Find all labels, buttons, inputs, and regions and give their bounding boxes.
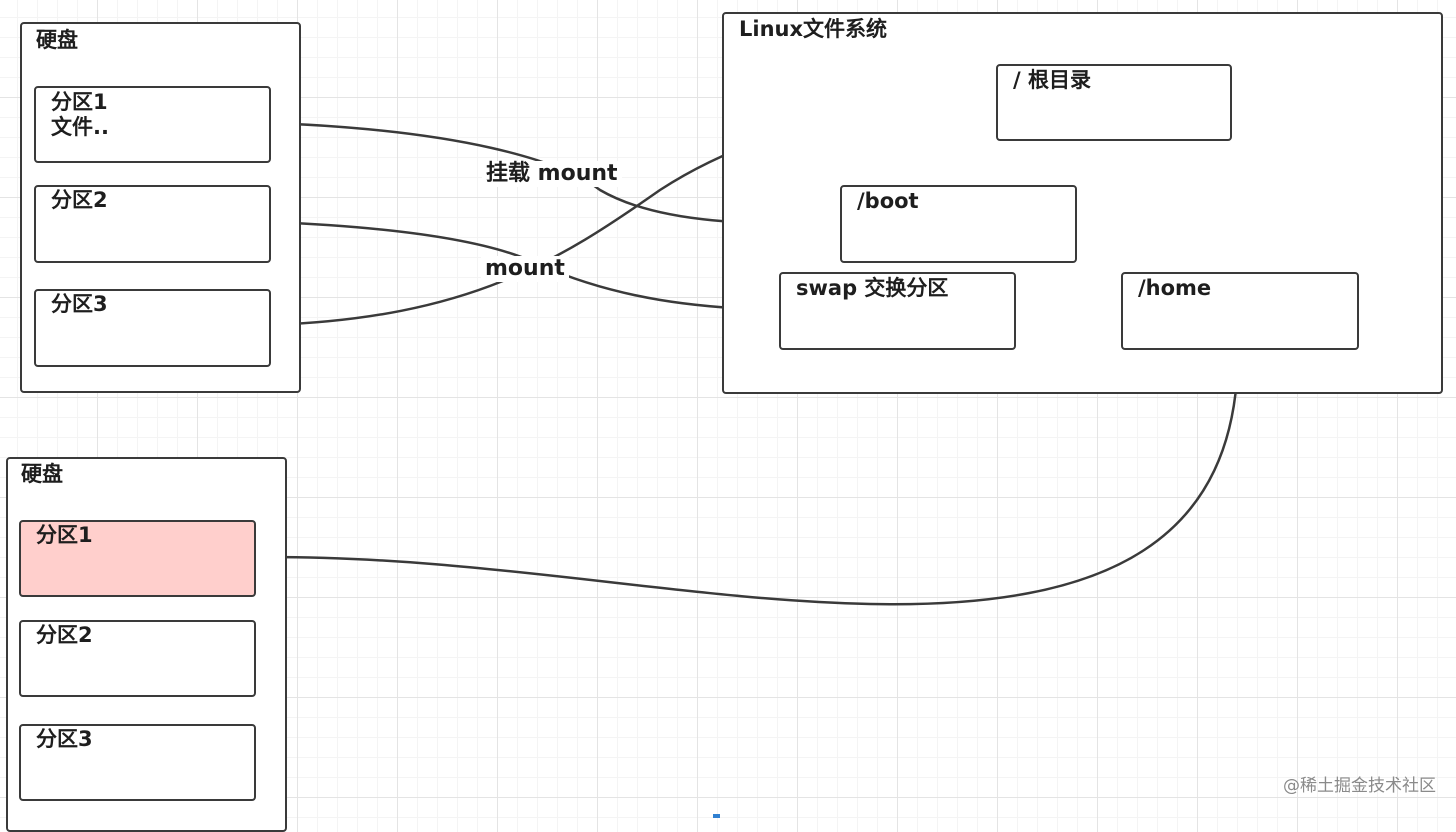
disk-bottom-partition-3: 分区3: [19, 724, 256, 801]
root-dir-label: / 根目录: [1013, 68, 1091, 92]
partition-label: 分区3: [51, 292, 108, 316]
disk-top-partition-1: 分区1 文件..: [34, 86, 271, 163]
mount-label-2: mount: [481, 256, 569, 282]
partition-label: 分区2: [51, 188, 108, 212]
disk-bottom-partition-2: 分区2: [19, 620, 256, 697]
boot-dir-node: /boot: [840, 185, 1077, 263]
swap-partition-label: swap 交换分区: [796, 276, 949, 300]
disk-top-partition-2: 分区2: [34, 185, 271, 263]
disk-top-partition-3: 分区3: [34, 289, 271, 367]
swap-partition-node: swap 交换分区: [779, 272, 1016, 350]
partition-label: 分区2: [36, 623, 93, 647]
partition-label: 分区3: [36, 727, 93, 751]
partition-label: 分区1 文件..: [51, 90, 109, 140]
home-dir-label: /home: [1138, 276, 1212, 300]
root-dir-node: / 根目录: [996, 64, 1232, 141]
cursor-marker: [713, 814, 720, 818]
disk-bottom-title: 硬盘: [21, 462, 63, 486]
linux-fs-container: Linux文件系统 / 根目录 /boot swap 交换分区 /home: [722, 12, 1443, 394]
watermark: @稀土掘金技术社区: [1283, 776, 1436, 796]
linux-fs-title: Linux文件系统: [739, 17, 888, 41]
disk-bottom-partition-1: 分区1: [19, 520, 256, 597]
disk-bottom-container: 硬盘 分区1 分区2 分区3: [6, 457, 287, 832]
partition-label: 分区1: [36, 523, 93, 547]
mount-label-1: 挂载 mount: [482, 161, 622, 187]
disk-top-title: 硬盘: [36, 28, 78, 52]
home-dir-node: /home: [1121, 272, 1359, 350]
boot-dir-label: /boot: [857, 189, 919, 213]
disk-top-container: 硬盘 分区1 文件.. 分区2 分区3: [20, 22, 301, 393]
